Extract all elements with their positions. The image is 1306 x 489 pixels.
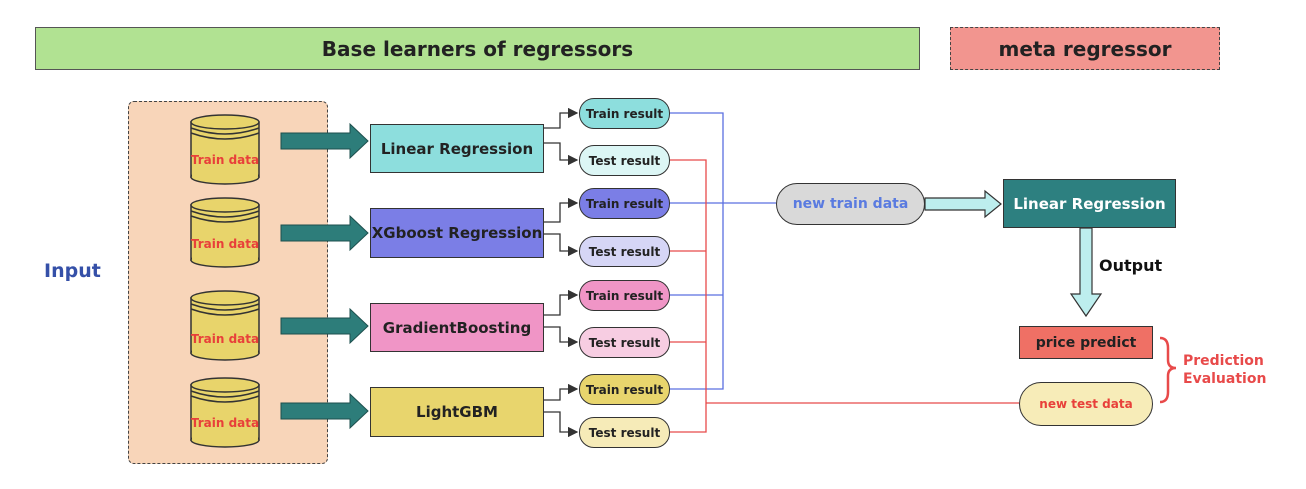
evaluation-label: Evaluation xyxy=(1183,371,1267,387)
database-icon-2: Train data xyxy=(190,197,260,268)
database-icon-4: Train data xyxy=(190,377,260,448)
model-linear-regression: Linear Regression xyxy=(370,124,544,173)
block-arrow-3 xyxy=(280,307,369,345)
database-icon-1: Train data xyxy=(190,114,260,185)
output-label: Output xyxy=(1099,256,1163,275)
new-train-data-node: new train data xyxy=(776,183,925,225)
block-arrow-4 xyxy=(280,392,369,430)
test-result-4: Test result xyxy=(579,417,670,448)
database-label: Train data xyxy=(191,332,259,346)
test-result-3: Test result xyxy=(579,327,670,358)
database-icon-3: Train data xyxy=(190,290,260,361)
test-result-1: Test result xyxy=(579,145,670,176)
prediction-label: Prediction xyxy=(1183,353,1264,369)
prediction-evaluation-label: Prediction Evaluation xyxy=(1183,352,1266,388)
price-predict-node: price predict xyxy=(1019,326,1153,359)
meta-model-linear-regression: Linear Regression xyxy=(1003,179,1176,228)
meta-regressor-banner: meta regressor xyxy=(950,27,1220,70)
train-result-2: Train result xyxy=(579,188,670,219)
new-test-data-node: new test data xyxy=(1019,382,1153,426)
base-learners-title: Base learners of regressors xyxy=(321,36,634,61)
block-arrow-1 xyxy=(280,122,369,160)
test-result-2: Test result xyxy=(579,236,670,267)
model-gradient-boosting: GradientBoosting xyxy=(370,303,544,352)
arrow-output xyxy=(1069,227,1103,318)
train-result-1: Train result xyxy=(579,98,670,129)
evaluation-bracket xyxy=(1159,336,1177,404)
meta-regressor-title: meta regressor xyxy=(998,36,1172,61)
block-arrow-2 xyxy=(280,214,369,252)
base-learners-banner: Base learners of regressors xyxy=(35,27,920,70)
train-result-3: Train result xyxy=(579,280,670,311)
database-label: Train data xyxy=(191,237,259,251)
train-result-4: Train result xyxy=(579,374,670,405)
input-label: Input xyxy=(44,260,101,282)
model-lightgbm: LightGBM xyxy=(370,387,544,437)
database-label: Train data xyxy=(191,416,259,430)
model-xgboost-regression: XGboost Regression xyxy=(370,208,544,258)
database-label: Train data xyxy=(191,153,259,167)
arrow-to-meta-model xyxy=(924,189,1002,219)
